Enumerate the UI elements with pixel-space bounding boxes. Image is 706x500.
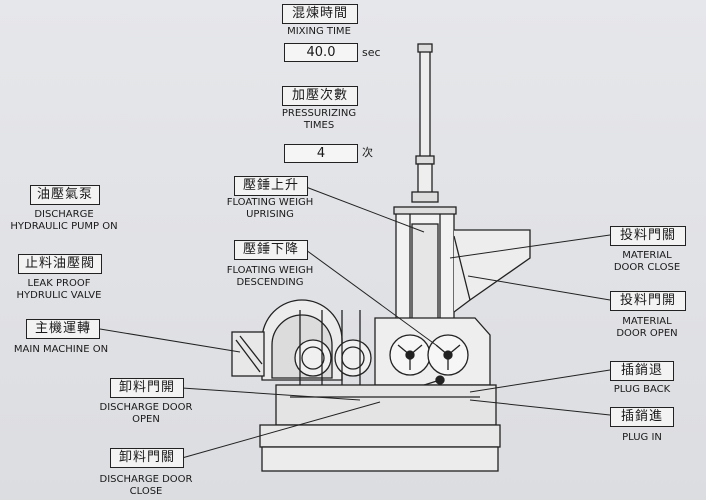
mixing-time-label: 混煉時間 xyxy=(282,4,358,24)
pressurizing-times-value[interactable]: 4 xyxy=(284,144,358,163)
discharge-door-open-button[interactable]: 卸料門開 xyxy=(110,378,184,398)
material-door-open-button[interactable]: 投料門開 xyxy=(610,291,686,311)
pressurizing-caption-line1: PRESSURIZING xyxy=(281,108,357,119)
pressurizing-times-label: 加壓次數 xyxy=(282,86,358,106)
discharge-door-close-button[interactable]: 卸料門關 xyxy=(110,448,184,468)
plug-back-button[interactable]: 插銷退 xyxy=(610,361,674,381)
mixing-time-value[interactable]: 40.0 xyxy=(284,43,358,62)
floating-weigh-uprising-button[interactable]: 壓錘上升 xyxy=(234,176,308,196)
leak-proof-valve-button[interactable]: 止料油壓閥 xyxy=(18,254,102,274)
material-door-close-button[interactable]: 投料門關 xyxy=(610,226,686,246)
main-machine-on-button[interactable]: 主機運轉 xyxy=(26,319,100,339)
discharge-close-caption-line2: CLOSE xyxy=(129,486,163,497)
material-close-caption-line1: MATERIAL xyxy=(622,250,672,261)
floating-weigh-descending-button[interactable]: 壓錘下降 xyxy=(234,240,308,260)
material-open-caption-line2: DOOR OPEN xyxy=(616,328,678,339)
hydraulic-pump-caption-line2: HYDRAULIC PUMP ON xyxy=(10,221,118,232)
pressurizing-caption-line2: TIMES xyxy=(303,120,335,131)
float-down-caption-line2: DESCENDING xyxy=(236,277,304,288)
material-close-caption-line2: DOOR CLOSE xyxy=(613,262,681,273)
plug-back-caption: PLUG BACK xyxy=(613,384,671,395)
plug-in-caption: PLUG IN xyxy=(622,432,662,443)
hydraulic-pump-button[interactable]: 油壓氣泵 xyxy=(30,185,100,205)
float-down-caption-line1: FLOATING WEIGH xyxy=(226,265,314,276)
plug-in-button[interactable]: 插銷進 xyxy=(610,407,674,427)
main-machine-caption: MAIN MACHINE ON xyxy=(13,344,109,355)
mixing-time-caption: MIXING TIME xyxy=(287,26,351,37)
discharge-open-caption-line1: DISCHARGE DOOR xyxy=(99,402,193,413)
leak-proof-caption-line2: HYDRULIC VALVE xyxy=(16,290,102,301)
leak-proof-caption-line1: LEAK PROOF xyxy=(27,278,91,289)
pressurizing-times-unit: 次 xyxy=(362,146,373,159)
float-up-caption-line2: UPRISING xyxy=(246,209,294,220)
float-up-caption-line1: FLOATING WEIGH xyxy=(226,197,314,208)
discharge-open-caption-line2: OPEN xyxy=(132,414,160,425)
mixing-time-unit: sec xyxy=(362,46,381,59)
hydraulic-pump-caption-line1: DISCHARGE xyxy=(34,209,94,220)
discharge-close-caption-line1: DISCHARGE DOOR xyxy=(99,474,193,485)
material-open-caption-line1: MATERIAL xyxy=(622,316,672,327)
